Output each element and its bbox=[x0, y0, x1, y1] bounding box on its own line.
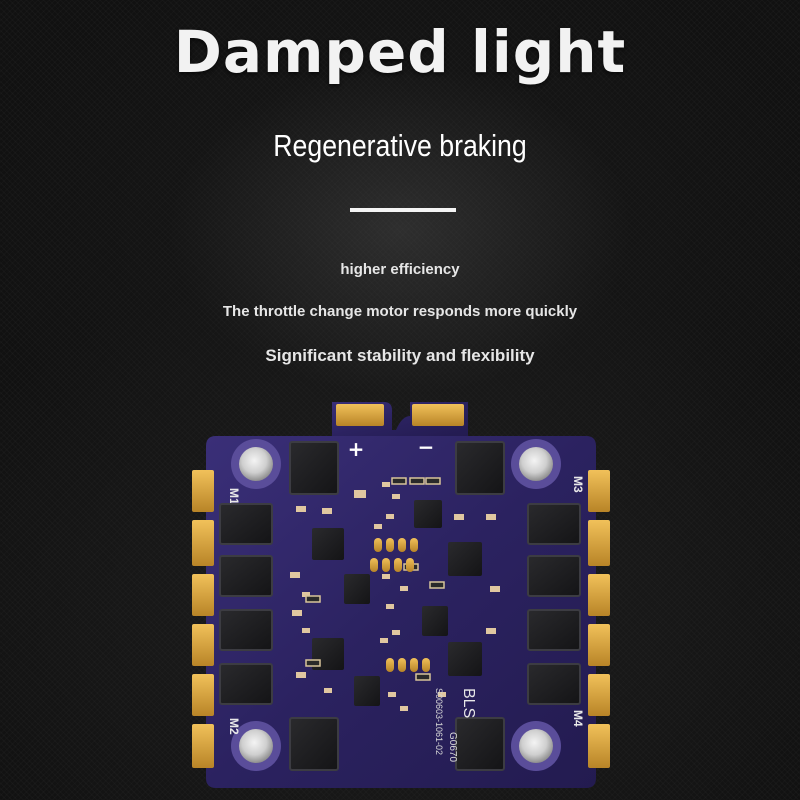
brand-silkscreen: BLS bbox=[460, 688, 477, 718]
feature-throttle-response: The throttle change motor responds more … bbox=[222, 303, 578, 320]
minus-label: − bbox=[418, 435, 435, 459]
motor-label-m1: M1 bbox=[227, 488, 241, 505]
page-subhead: Regenerative braking bbox=[273, 128, 527, 163]
page-headline: Damped light bbox=[173, 18, 627, 86]
motor-pads-right bbox=[588, 470, 610, 768]
smd-components bbox=[290, 482, 500, 711]
power-connector-tab bbox=[332, 402, 468, 436]
serial-silkscreen: S00603-1061-02 bbox=[434, 688, 444, 755]
feature-stability: Significant stability and flexibility bbox=[265, 346, 535, 365]
smd-resistors-dark bbox=[305, 477, 445, 681]
mosfets-right bbox=[527, 503, 581, 705]
feature-higher-efficiency: higher efficiency bbox=[340, 261, 460, 278]
esc-board-image: + − M1 M2 M3 M4 bbox=[186, 396, 616, 800]
motor-label-m4: M4 bbox=[571, 710, 585, 727]
motor-label-m3: M3 bbox=[571, 476, 585, 493]
plus-label: + bbox=[348, 437, 365, 461]
mounting-holes bbox=[231, 439, 561, 771]
motor-label-m2: M2 bbox=[227, 718, 241, 735]
signal-pads bbox=[370, 538, 430, 672]
pcb-body bbox=[206, 436, 596, 788]
part-code-silkscreen: G0670 bbox=[447, 732, 458, 762]
title-divider bbox=[350, 208, 456, 212]
mosfets-left bbox=[219, 503, 273, 705]
driver-ics bbox=[312, 500, 482, 706]
mosfets-top-bottom bbox=[289, 441, 505, 771]
motor-pads-left bbox=[192, 470, 214, 768]
